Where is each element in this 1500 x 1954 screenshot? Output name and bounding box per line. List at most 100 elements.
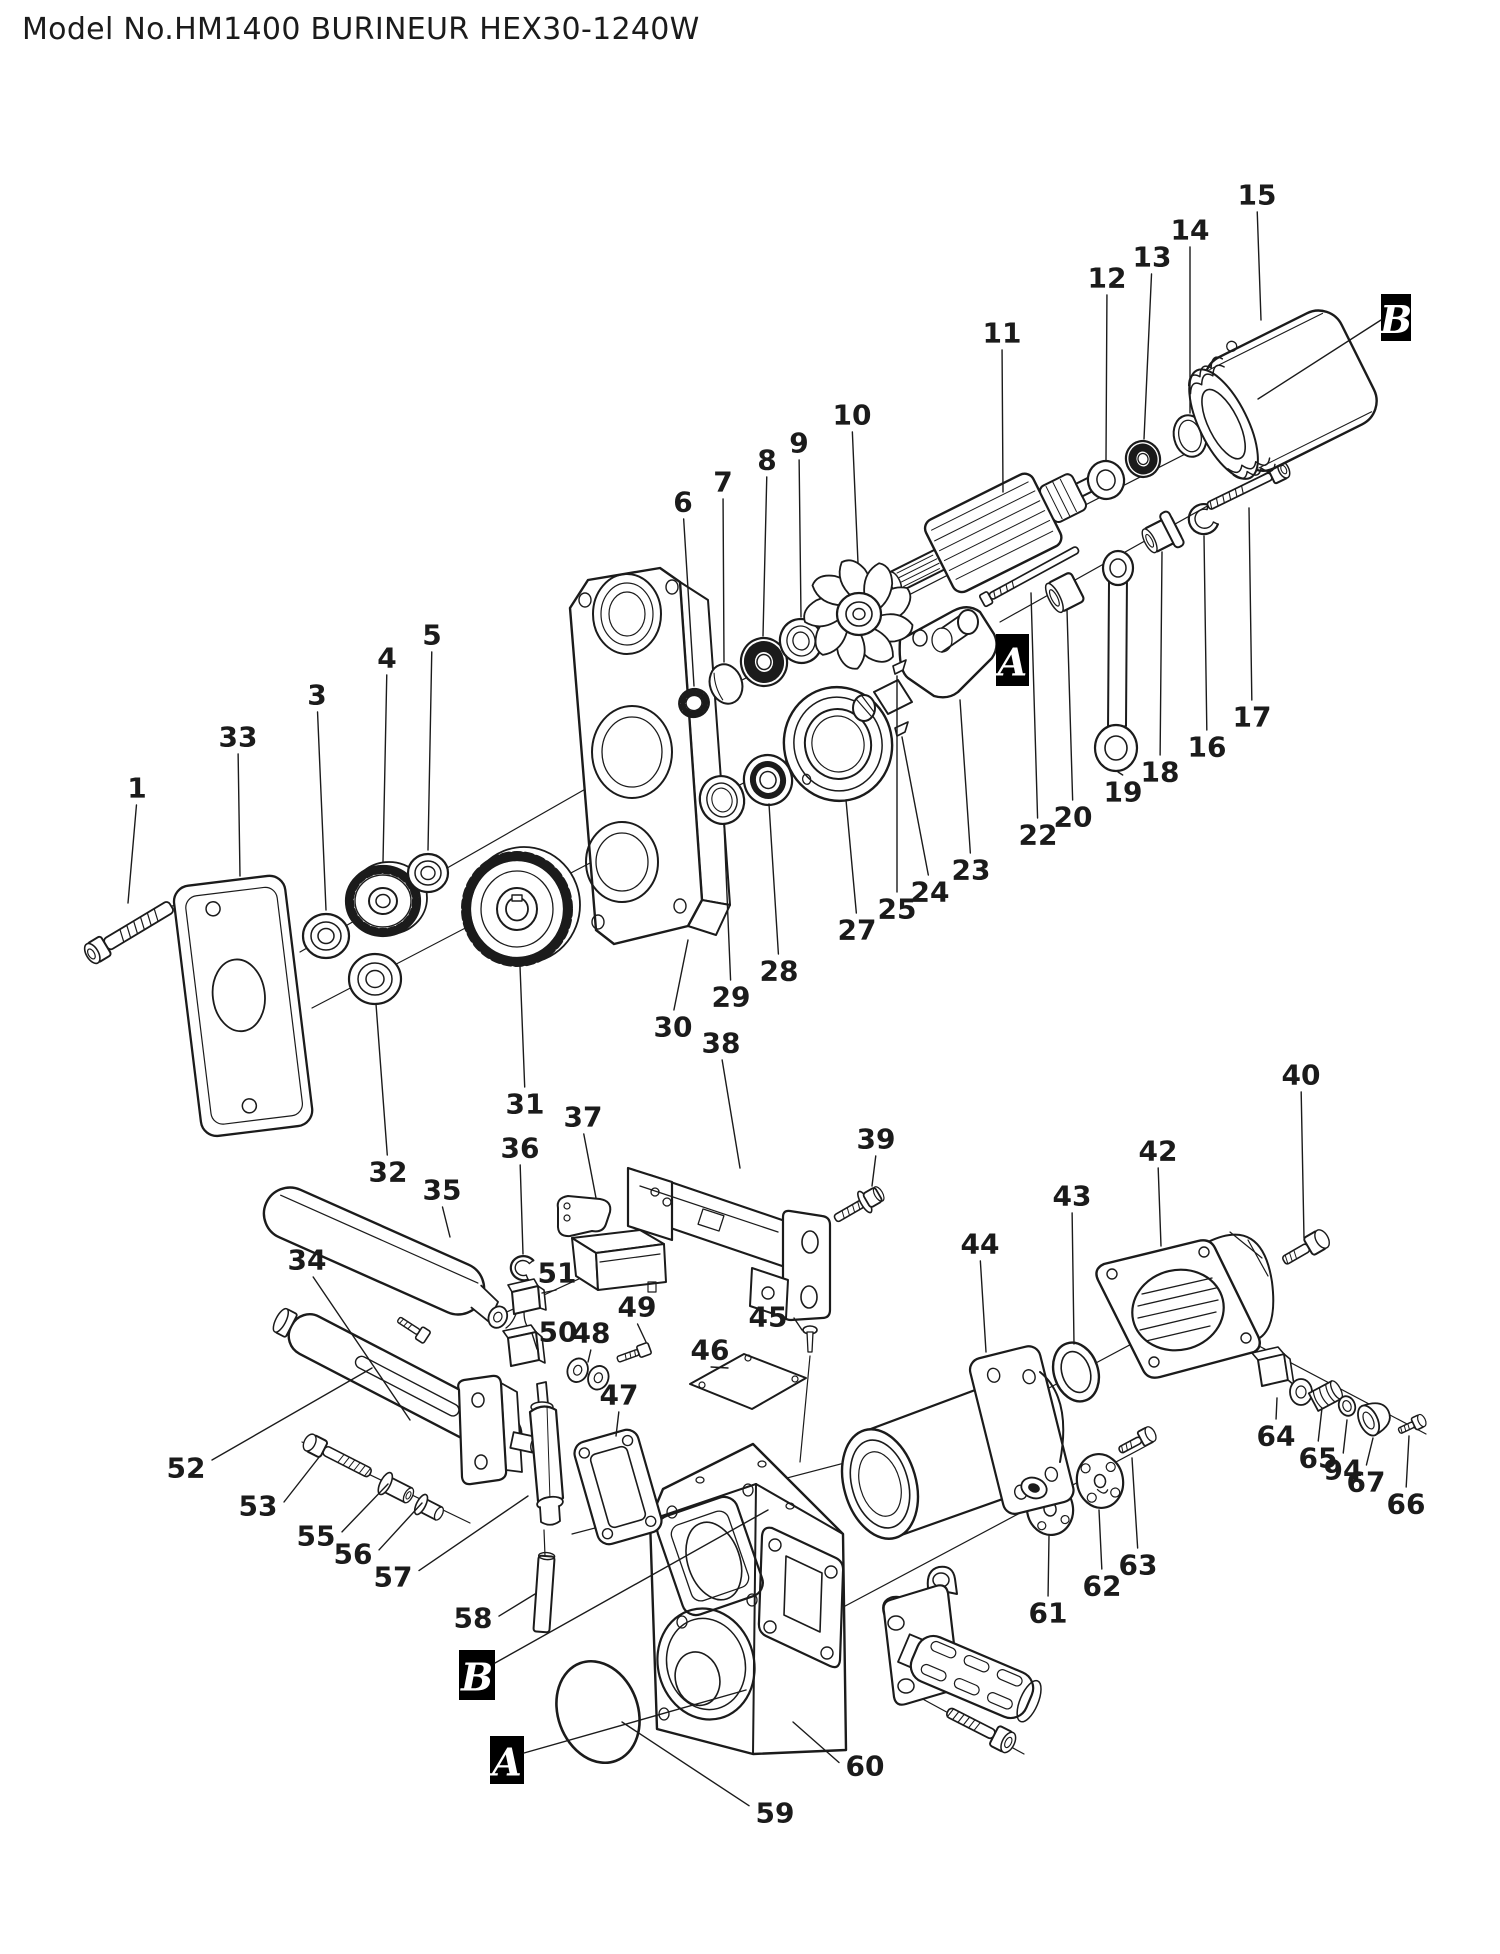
leader-line-47 xyxy=(615,1411,620,1437)
part-15-field-stator xyxy=(1187,309,1378,480)
leader-line-11 xyxy=(1001,349,1004,493)
part-label-56: 56 xyxy=(334,1538,373,1571)
part-17-bolt xyxy=(1206,460,1291,510)
part-51-brush-block xyxy=(505,1278,547,1331)
leader-lines xyxy=(127,211,1410,1807)
leader-line-35 xyxy=(441,1206,451,1238)
part-label-60: 60 xyxy=(846,1750,885,1783)
leader-line-29 xyxy=(723,823,732,981)
leader-line-22 xyxy=(1030,592,1039,819)
part-25-key xyxy=(892,659,907,675)
part-label-55: 55 xyxy=(297,1520,336,1553)
leader-line-36 xyxy=(519,1164,524,1255)
part-8-bearing xyxy=(739,636,789,688)
leader-line-61 xyxy=(1047,1535,1050,1597)
section-marker-letter-A: A xyxy=(995,640,1027,685)
part-42-crank-cap xyxy=(1095,1231,1275,1379)
part-label-40: 40 xyxy=(1282,1059,1321,1092)
leader-line-3 xyxy=(316,711,327,911)
section-marker-letter-A: A xyxy=(489,1740,521,1785)
part-label-18: 18 xyxy=(1141,756,1180,789)
part-label-50: 50 xyxy=(539,1316,578,1349)
part-13-bearing xyxy=(1124,439,1162,479)
leader-line-55 xyxy=(341,1483,389,1533)
part-44-cylinder-housing xyxy=(840,1345,1075,1540)
part-28-ball-bearing xyxy=(742,753,794,807)
part-label-94: 94 xyxy=(1324,1454,1363,1487)
part-label-23: 23 xyxy=(952,854,991,887)
leader-line-60 xyxy=(792,1721,840,1764)
section-marker-box-A-3 xyxy=(490,1736,524,1784)
leader-line-67 xyxy=(1365,1437,1374,1466)
leader-line-64 xyxy=(1275,1397,1278,1420)
leader-line-39 xyxy=(871,1155,877,1187)
leader-line-38 xyxy=(721,1059,741,1169)
part-20-bushing xyxy=(1044,572,1085,614)
marker-leader-B xyxy=(494,1509,769,1664)
part-4-gear xyxy=(344,861,428,938)
page-title: Model No.HM1400 BURINEUR HEX30-1240W xyxy=(22,12,700,47)
part-55-sleeve xyxy=(377,1471,415,1504)
leader-line-30 xyxy=(673,939,689,1011)
part-53-bolt xyxy=(302,1433,372,1478)
part-label-29: 29 xyxy=(712,981,751,1014)
section-marker-letter-B: B xyxy=(1379,297,1412,342)
part-label-42: 42 xyxy=(1139,1135,1178,1168)
leader-line-19 xyxy=(1117,771,1124,776)
part-label-5: 5 xyxy=(422,619,441,652)
part-label-14: 14 xyxy=(1171,214,1210,247)
part-label-24: 24 xyxy=(911,876,950,909)
part-label-7: 7 xyxy=(713,466,732,499)
part-18-bushing xyxy=(1141,510,1185,554)
leader-line-56 xyxy=(378,1502,423,1551)
part-labels: 1345678910111213141516171819202223242527… xyxy=(127,179,1425,1830)
part-label-28: 28 xyxy=(760,955,799,988)
part-60-gear-housing xyxy=(648,1442,848,1756)
part-94-ring xyxy=(1337,1395,1357,1417)
part-label-8: 8 xyxy=(757,444,776,477)
leader-line-53 xyxy=(283,1455,321,1503)
leader-line-63 xyxy=(1131,1457,1139,1549)
leader-line-16 xyxy=(1203,535,1208,731)
part-45-screw xyxy=(802,1325,818,1353)
part-43-o-ring xyxy=(1051,1341,1101,1403)
leader-line-17 xyxy=(1248,507,1253,701)
part-7-curved-washer xyxy=(708,663,744,705)
part-40-bolt xyxy=(1281,1229,1330,1265)
part-label-58: 58 xyxy=(454,1602,493,1635)
part-label-33: 33 xyxy=(219,721,258,754)
part-3-bearing xyxy=(301,912,351,960)
leader-line-15 xyxy=(1256,211,1262,321)
part-label-30: 30 xyxy=(654,1011,693,1044)
part-label-31: 31 xyxy=(506,1088,545,1121)
part-64-carbon-brush xyxy=(1251,1346,1313,1406)
leader-line-40 xyxy=(1300,1091,1305,1239)
part-19-connecting-rod xyxy=(1093,549,1139,773)
part-label-65: 65 xyxy=(1299,1442,1338,1475)
part-38-handle-base xyxy=(626,1166,832,1322)
leader-line-34 xyxy=(312,1276,411,1421)
part-36-snap-washer xyxy=(509,1255,535,1282)
part-label-67: 67 xyxy=(1347,1466,1386,1499)
part-1-screw xyxy=(83,901,174,965)
part-label-36: 36 xyxy=(501,1132,540,1165)
leader-line-9 xyxy=(798,459,802,618)
part-10-fan xyxy=(803,559,914,670)
part-label-15: 15 xyxy=(1238,179,1277,212)
part-label-16: 16 xyxy=(1188,731,1227,764)
leader-line-37 xyxy=(583,1133,597,1199)
part-label-63: 63 xyxy=(1119,1549,1158,1582)
part-label-59: 59 xyxy=(756,1797,795,1830)
part-57-striker xyxy=(528,1381,565,1526)
leader-line-12 xyxy=(1105,294,1108,461)
part-label-19: 19 xyxy=(1104,776,1143,809)
leader-line-49 xyxy=(636,1323,647,1343)
section-marker-letter-B: B xyxy=(460,1655,493,1700)
leader-line-42 xyxy=(1157,1167,1162,1247)
part-label-44: 44 xyxy=(961,1228,1000,1261)
part-label-1: 1 xyxy=(127,772,146,805)
part-label-43: 43 xyxy=(1053,1180,1092,1213)
part-label-10: 10 xyxy=(833,399,872,432)
